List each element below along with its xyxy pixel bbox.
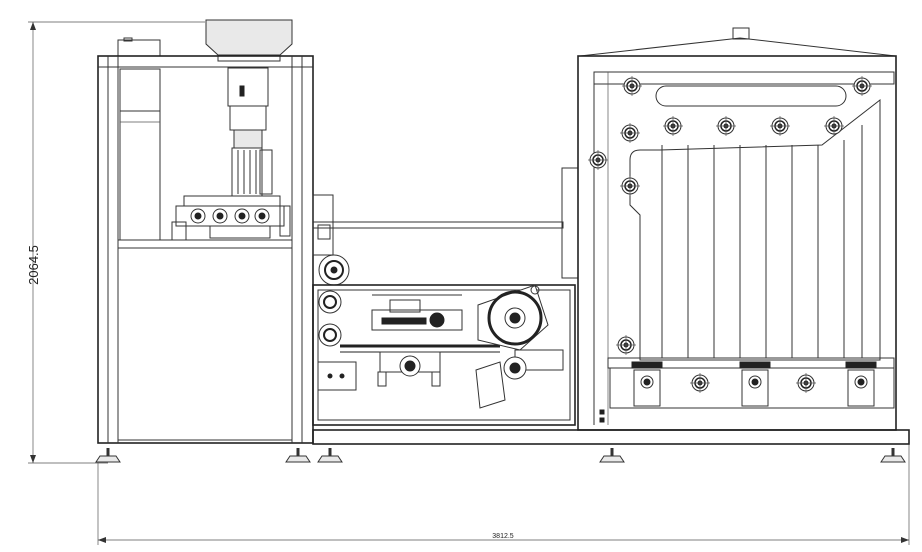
base-frame (94, 429, 910, 464)
forming-module (312, 167, 579, 426)
height-dimension: 2064.5 (26, 21, 205, 464)
cartoning-module (577, 27, 897, 431)
height-dimension-label: 2064.5 (26, 245, 41, 285)
width-dimension-label: 3812.5 (492, 533, 514, 540)
capsule-filling-module (97, 19, 314, 444)
width-dimension: 3812.5 (97, 440, 910, 545)
